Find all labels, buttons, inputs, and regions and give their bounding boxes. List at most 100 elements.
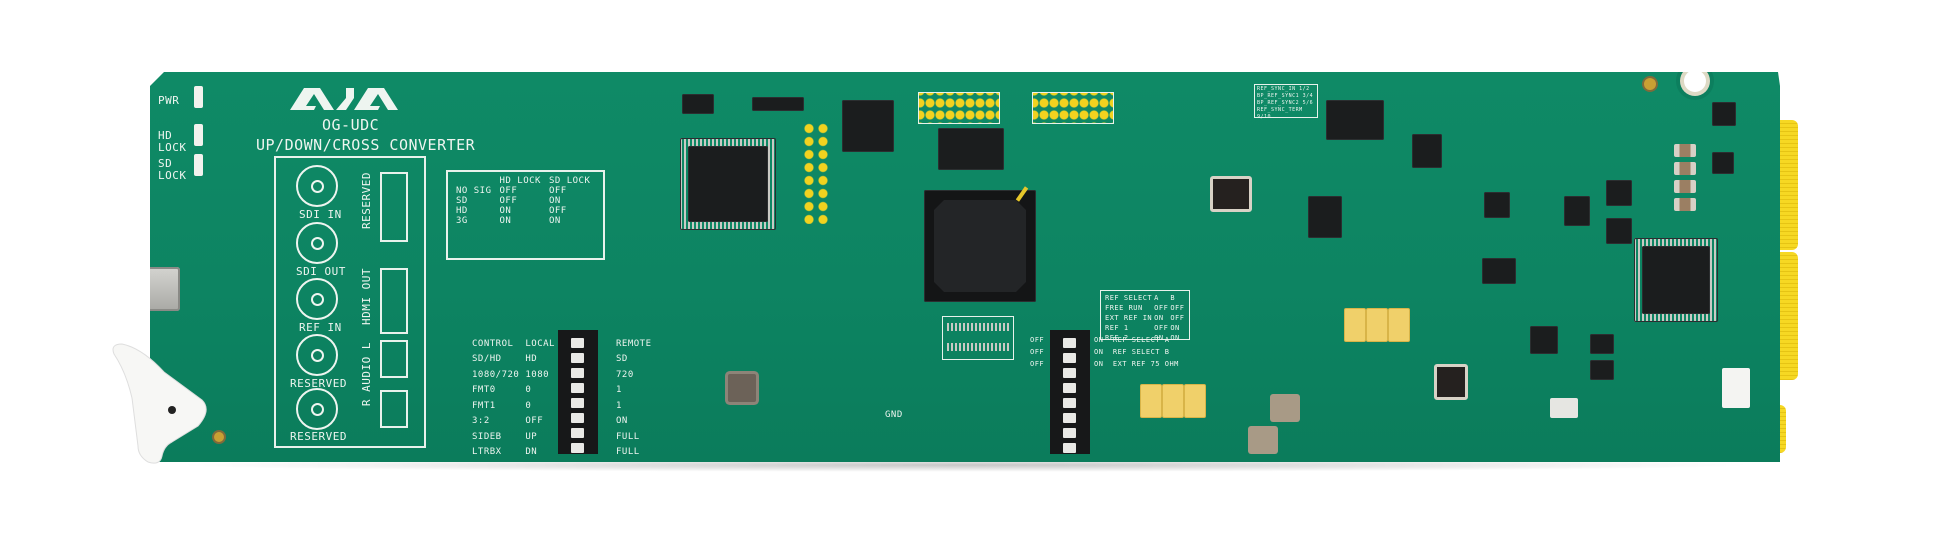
- ic-u5: [842, 100, 894, 152]
- control-cell: HD: [525, 354, 538, 365]
- ref-sync-cell: BP_REF_SYNC2: [1257, 100, 1300, 106]
- ref-switch-label: EXT REF 75 OHM: [1112, 360, 1179, 368]
- led-label-sd-lock-text: LOCK: [158, 169, 187, 182]
- product-description: UP/DOWN/CROSS CONVERTER: [256, 136, 476, 154]
- edge-connector-upper: [1776, 120, 1798, 250]
- product-model: OG-UDC: [322, 116, 380, 134]
- ic-u28: [1530, 326, 1558, 354]
- lock-cell: HD: [456, 206, 468, 216]
- inductor-l10: [1270, 394, 1300, 422]
- bnc-label-sdi-out: SDI OUT: [296, 265, 346, 278]
- connector-u12: [942, 316, 1014, 360]
- port-label-reserved: RESERVED: [360, 172, 373, 229]
- ref-on-label: ON: [1094, 336, 1104, 344]
- ic-u21: [1308, 196, 1342, 238]
- lock-cell: NO SIG: [456, 186, 492, 196]
- tantalum-cap: [1344, 308, 1366, 342]
- inductor-l11: [1248, 426, 1278, 454]
- fiducial-fd1: [214, 432, 224, 442]
- control-cell: 0: [525, 400, 532, 411]
- capacitor-c125: [1674, 144, 1696, 157]
- header-j4: [682, 94, 714, 114]
- ref-cell: ON: [1170, 324, 1180, 332]
- lock-cell: ON: [548, 216, 561, 226]
- audio-r-connector: [380, 390, 408, 428]
- push-button-s1[interactable]: [728, 374, 756, 402]
- lock-cell: OFF: [499, 186, 518, 196]
- inductor-l13: [1590, 334, 1614, 354]
- control-cell: 1080/720: [472, 369, 520, 380]
- fiducial-fd2: [1644, 78, 1656, 90]
- lock-cell: OFF: [499, 196, 518, 206]
- test-point-gnd-label: GND: [885, 410, 903, 420]
- lock-cell: SD: [456, 196, 468, 206]
- control-cell: FULL: [616, 447, 640, 458]
- led-sd-lock: [194, 154, 203, 176]
- ic-u32-body: [1642, 246, 1710, 314]
- aja-logo-icon: [290, 88, 398, 110]
- ref-sync-cell: 1/2: [1299, 86, 1310, 92]
- bnc-ref-in-icon: [296, 278, 338, 320]
- ref-sync-cell: BP_REF_SYNC1: [1257, 93, 1300, 99]
- control-cell: DN: [525, 447, 538, 458]
- ref-cell: FREE RUN: [1105, 304, 1143, 312]
- header-j9: [1326, 100, 1384, 140]
- ic-u35: [1712, 152, 1734, 174]
- led-label-sd-lock: SD LOCK: [158, 158, 187, 182]
- dip-switch-control[interactable]: [558, 330, 598, 454]
- ic-u24: [1412, 134, 1442, 168]
- control-cell: 1: [616, 400, 622, 411]
- lock-cell: OFF: [548, 206, 567, 216]
- control-table-right: REMOTE SD 720 1 1 ON FULL FULL: [616, 336, 658, 460]
- ic-u34: [1712, 102, 1736, 126]
- capacitor-c127: [1674, 180, 1696, 193]
- control-cell: FULL: [616, 431, 640, 442]
- usb-mini-port[interactable]: [150, 267, 180, 311]
- ref-sync-cell: REF_SYNC_TERM: [1257, 107, 1303, 113]
- remote-header: REMOTE: [616, 338, 652, 349]
- ref-sync-cell: 9/10: [1257, 114, 1272, 120]
- led-pwr: [194, 86, 203, 108]
- tantalum-cap: [1366, 308, 1388, 342]
- ic-u10: [938, 128, 1004, 170]
- header-j5: [752, 97, 804, 111]
- ref-header: REF SELECT: [1105, 294, 1153, 302]
- control-cell: ON: [616, 416, 628, 427]
- card-ejector-handle[interactable]: [108, 338, 208, 468]
- lock-header-hd: HD LOCK: [499, 176, 541, 186]
- ref-sync-cell: 5/6: [1302, 100, 1314, 106]
- ic-u29: [1564, 196, 1590, 226]
- bnc-reserved-1-icon: [296, 334, 338, 376]
- ref-on-label: ON: [1094, 360, 1104, 368]
- ref-switch-off-labels: OFF OFF OFF: [1030, 334, 1044, 370]
- control-cell: UP: [525, 431, 538, 442]
- ref-cell: OFF: [1154, 304, 1169, 312]
- ref-off-label: OFF: [1030, 336, 1045, 344]
- control-cell: LTRBX: [472, 447, 502, 458]
- tantalum-cap: [1162, 384, 1184, 418]
- port-label-hdmi-out: HDMI OUT: [360, 268, 373, 325]
- edge-connector-middle: [1776, 252, 1798, 380]
- lock-cell: 3G: [456, 216, 468, 226]
- control-cell: OFF: [525, 416, 544, 427]
- ref-sync-cell: REF_SYNC_IN: [1257, 86, 1296, 92]
- ref-cell: OFF: [1170, 304, 1185, 312]
- crystal-y5: [1434, 364, 1468, 400]
- bnc-sdi-in-icon: [296, 165, 338, 207]
- connector-panel: [274, 156, 426, 448]
- lock-header-blank: [452, 176, 496, 186]
- bnc-sdi-out-icon: [296, 222, 338, 264]
- lock-cell: OFF: [548, 186, 567, 196]
- led-label-hd-lock-text: LOCK: [158, 141, 187, 154]
- header-j6: [802, 122, 830, 224]
- header-j7: [918, 92, 1000, 124]
- tantalum-cap: [1388, 308, 1410, 342]
- ref-cell: ON: [1154, 334, 1164, 342]
- ref-header-b: B: [1170, 294, 1176, 302]
- audio-label: R AUDIO L: [360, 342, 373, 407]
- control-cell: FMT0: [472, 385, 496, 396]
- control-cell: SIDEB: [472, 431, 502, 442]
- ref-off-label: OFF: [1030, 360, 1045, 368]
- tantalum-cap: [1140, 384, 1162, 418]
- dip-switch-ref[interactable]: [1050, 330, 1090, 454]
